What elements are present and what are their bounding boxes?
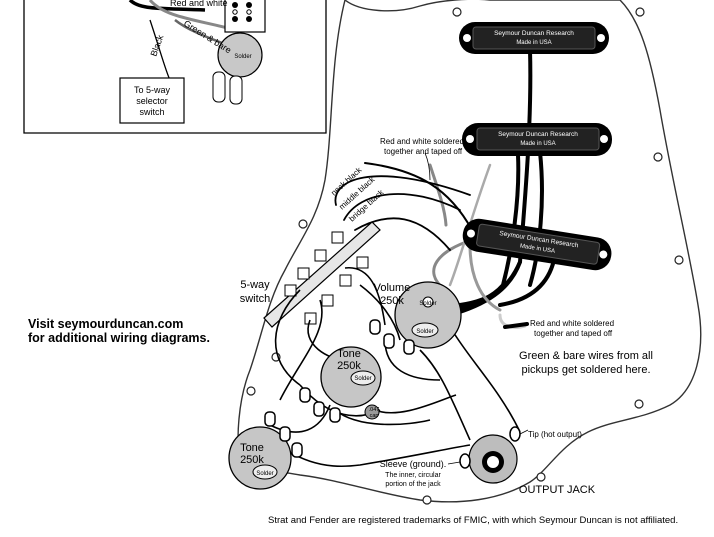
pickup-middle — [462, 123, 612, 156]
output-jack — [459, 426, 521, 484]
pickup-neck-origin: Made in USA — [516, 40, 551, 46]
volume-label-line-1: Volume — [374, 282, 411, 294]
tone1-solder-label: Solder — [354, 376, 371, 382]
inset-selector-line-1: To 5-way — [134, 85, 171, 95]
visit-line-2: for additional wiring diagrams. — [28, 331, 210, 345]
trademark-footer: Strat and Fender are registered trademar… — [268, 515, 679, 526]
visit-website-note: Visit seymourduncan.com for additional w… — [28, 317, 210, 345]
pickup-neck-brand: Seymour Duncan Research — [494, 30, 574, 37]
callout-ground-line-1: Green & bare wires from all — [519, 350, 653, 362]
pickup-bridge-origin: Made in USA — [519, 243, 555, 254]
switch-label-line-2: switch — [240, 293, 271, 305]
callout-bottom-taped-line-1: Red and white soldered — [530, 319, 614, 328]
inset-wire-label-red-white: Red and white — [170, 0, 228, 8]
tone2-label-line-1: Tone — [240, 442, 264, 454]
pickup-bridge: Seymour Duncan Research Made in USA — [462, 218, 612, 271]
callout-top-taped-line-1: Red and white soldered — [380, 137, 464, 146]
callout-lines — [424, 152, 529, 465]
pickup-middle-origin: Made in USA — [520, 141, 555, 147]
cap-label-line-1: .047 — [369, 407, 380, 413]
volume-solder-label-2: Solder — [416, 329, 433, 335]
callout-sleeve-line-1: Sleeve (ground). — [380, 459, 447, 469]
callout-sleeve-line-2: The inner, circular — [385, 472, 441, 479]
pickup-middle-brand: Seymour Duncan Research — [498, 131, 578, 138]
inset-box — [23, 0, 327, 134]
five-way-switch — [263, 221, 381, 328]
volume-pot — [369, 281, 462, 355]
volume-label-line-2: 250k — [380, 295, 404, 307]
visit-line-1: Visit seymourduncan.com — [28, 317, 184, 331]
tone-pot-1 — [299, 346, 382, 423]
output-jack-label: OUTPUT JACK — [519, 484, 596, 496]
tone1-label-line-2: 250k — [337, 360, 361, 372]
screw-holes — [246, 7, 684, 505]
inset-selector-line-2: selector — [136, 96, 168, 106]
switch-label-line-1: 5-way — [240, 279, 270, 291]
volume-solder-label: Solder — [419, 301, 436, 307]
callout-bottom-taped-line-2: together and taped off — [534, 329, 613, 338]
tone1-label-line-1: Tone — [337, 348, 361, 360]
tone-pot-2 — [228, 411, 303, 490]
callout-tip: Tip (hot output) — [528, 430, 582, 439]
tone2-label-line-2: 250k — [240, 454, 264, 466]
callout-sleeve-line-3: portion of the jack — [385, 481, 441, 488]
tone2-solder-label: Solder — [256, 471, 273, 477]
inset-solder-label: Solder — [234, 54, 251, 60]
callout-ground-line-2: pickups get soldered here. — [521, 364, 650, 376]
callout-top-taped-line-2: together and taped off — [384, 147, 463, 156]
inset-selector-line-3: switch — [139, 107, 164, 117]
pickup-neck — [459, 22, 609, 54]
cap-label-line-2: cap — [370, 413, 379, 419]
